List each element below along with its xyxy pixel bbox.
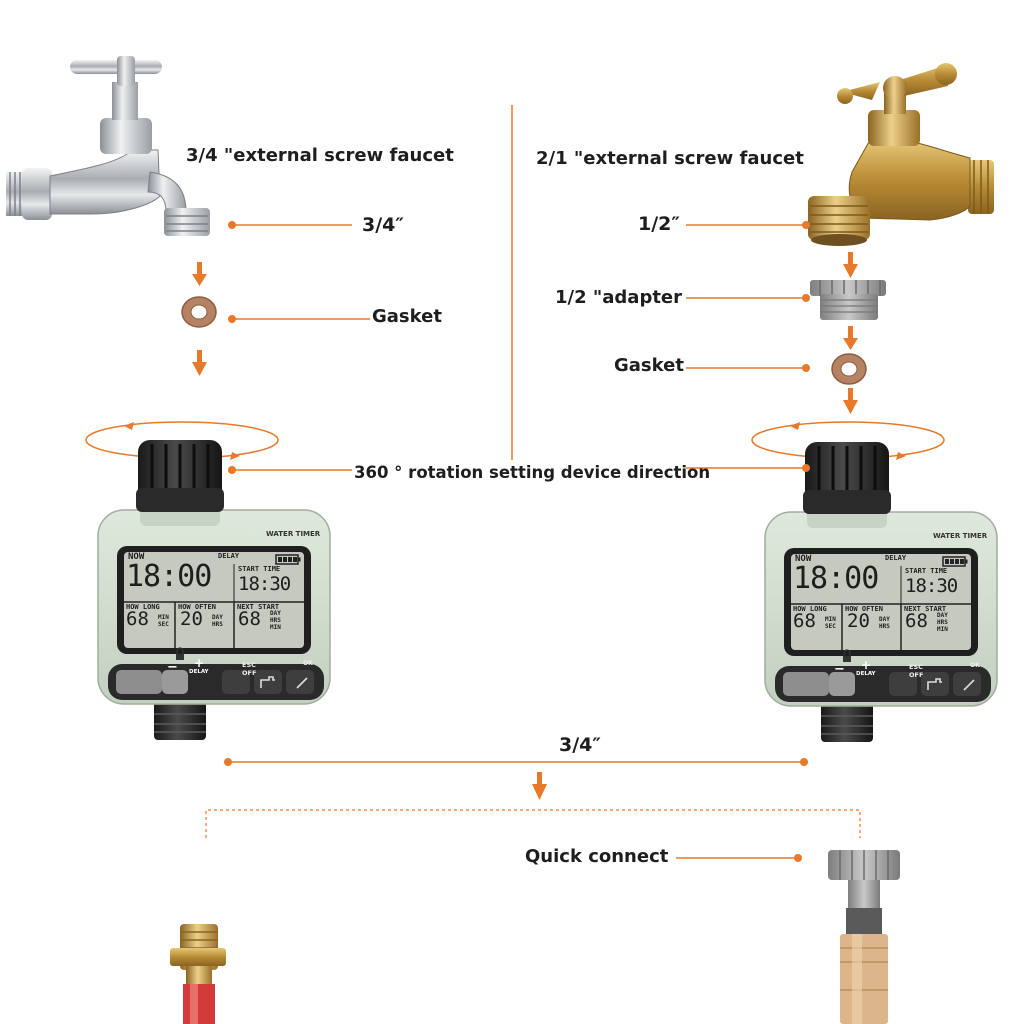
esc-button-sub: OFF xyxy=(242,669,257,677)
plus-button[interactable]: + xyxy=(861,658,872,672)
right-arrow-3 xyxy=(843,388,858,414)
right-faucet-image xyxy=(808,63,994,246)
lcd-how-long-value: 68 xyxy=(126,608,149,630)
lcd-how-often-value: 20 xyxy=(847,610,870,632)
plus-button-sub: DELAY xyxy=(189,669,209,675)
timer-brand: WATER TIMER xyxy=(266,530,321,538)
lcd-next-start-unit-1: DAY xyxy=(937,612,948,619)
lcd-next-start-value: 68 xyxy=(905,610,928,632)
lcd-how-long-unit-2: SEC xyxy=(158,621,169,628)
lcd-how-long-value: 68 xyxy=(793,610,816,632)
hose-fitting-image xyxy=(170,924,226,1024)
quick-connect-label: Quick connect xyxy=(525,846,669,867)
lcd-next-start-unit-3: MIN xyxy=(270,624,281,631)
lcd-delay: DELAY xyxy=(885,554,907,562)
lcd-clock: 18:00 xyxy=(126,559,212,594)
minus-button[interactable]: − xyxy=(834,662,845,677)
lcd-how-often-unit-1: DAY xyxy=(879,616,890,623)
lcd-start-time-label: START TIME xyxy=(238,565,281,573)
lcd-how-often-unit-2: HRS xyxy=(879,623,890,630)
lcd-next-start-label: NEXT START xyxy=(237,603,280,611)
right-arrow-1 xyxy=(843,252,858,278)
left-faucet-image xyxy=(6,56,210,236)
left-faucet-title: 3/4 "external screw faucet xyxy=(186,145,454,166)
lcd-how-long-label: HOW LONG xyxy=(126,603,160,611)
plus-button[interactable]: + xyxy=(194,656,205,670)
lcd-how-often-unit-2: HRS xyxy=(212,621,223,628)
left-gasket-label: Gasket xyxy=(372,306,442,327)
right-arrow-2 xyxy=(843,326,858,350)
lcd-start-time-label: START TIME xyxy=(905,567,948,575)
lcd-how-long-unit-2: SEC xyxy=(825,623,836,630)
plus-button-sub: DELAY xyxy=(856,671,876,677)
lcd-next-start-unit-2: HRS xyxy=(270,617,281,624)
lcd-how-often-label: HOW OFTEN xyxy=(845,605,883,613)
left-arrow-1 xyxy=(192,262,207,286)
esc-button-sub: OFF xyxy=(909,671,924,679)
lcd-next-start-unit-1: DAY xyxy=(270,610,281,617)
left-thread-size: 3/4″ xyxy=(362,214,404,236)
lcd-how-often-unit-1: DAY xyxy=(212,614,223,621)
lcd-how-long-unit-1: MIN xyxy=(158,614,169,621)
ok-button[interactable]: OK xyxy=(303,660,313,667)
lcd-next-start-unit-3: MIN xyxy=(937,626,948,633)
lcd-now: NOW xyxy=(795,554,812,564)
rotation-label: 360 ° rotation setting device direction xyxy=(354,463,711,482)
esc-button[interactable]: ESC xyxy=(909,663,923,671)
right-thread-size: 1/2″ xyxy=(638,213,680,235)
timer-brand: WATER TIMER xyxy=(933,532,988,540)
lcd-start-time: 18:30 xyxy=(238,573,291,595)
adapter-label: 1/2 "adapter xyxy=(555,287,683,308)
lcd-next-start-unit-2: HRS xyxy=(937,619,948,626)
left-gasket-image xyxy=(181,296,217,328)
lcd-delay: DELAY xyxy=(218,552,240,560)
lcd-how-long-unit-1: MIN xyxy=(825,616,836,623)
minus-button[interactable]: − xyxy=(167,660,178,675)
adapter-image xyxy=(810,280,886,320)
lcd-how-often-value: 20 xyxy=(180,608,203,630)
left-arrow-2 xyxy=(192,350,207,376)
down-arrow xyxy=(532,772,547,800)
lcd-how-long-label: HOW LONG xyxy=(793,605,827,613)
lcd-next-start-label: NEXT START xyxy=(904,605,947,613)
ok-button[interactable]: OK xyxy=(970,662,980,669)
right-gasket-label: Gasket xyxy=(614,355,684,376)
lcd-how-often-label: HOW OFTEN xyxy=(178,603,216,611)
outlet-size: 3/4″ xyxy=(559,734,601,756)
lcd-start-time: 18:30 xyxy=(905,575,958,597)
esc-button[interactable]: ESC xyxy=(242,661,256,669)
right-gasket-image xyxy=(831,353,867,385)
right-faucet-title: 2/1 "external screw faucet xyxy=(536,148,804,169)
lcd-next-start-value: 68 xyxy=(238,608,261,630)
quick-connect-image xyxy=(828,850,900,1024)
lcd-clock: 18:00 xyxy=(793,561,879,596)
dashed-bracket xyxy=(205,809,861,838)
lcd-now: NOW xyxy=(128,552,145,562)
